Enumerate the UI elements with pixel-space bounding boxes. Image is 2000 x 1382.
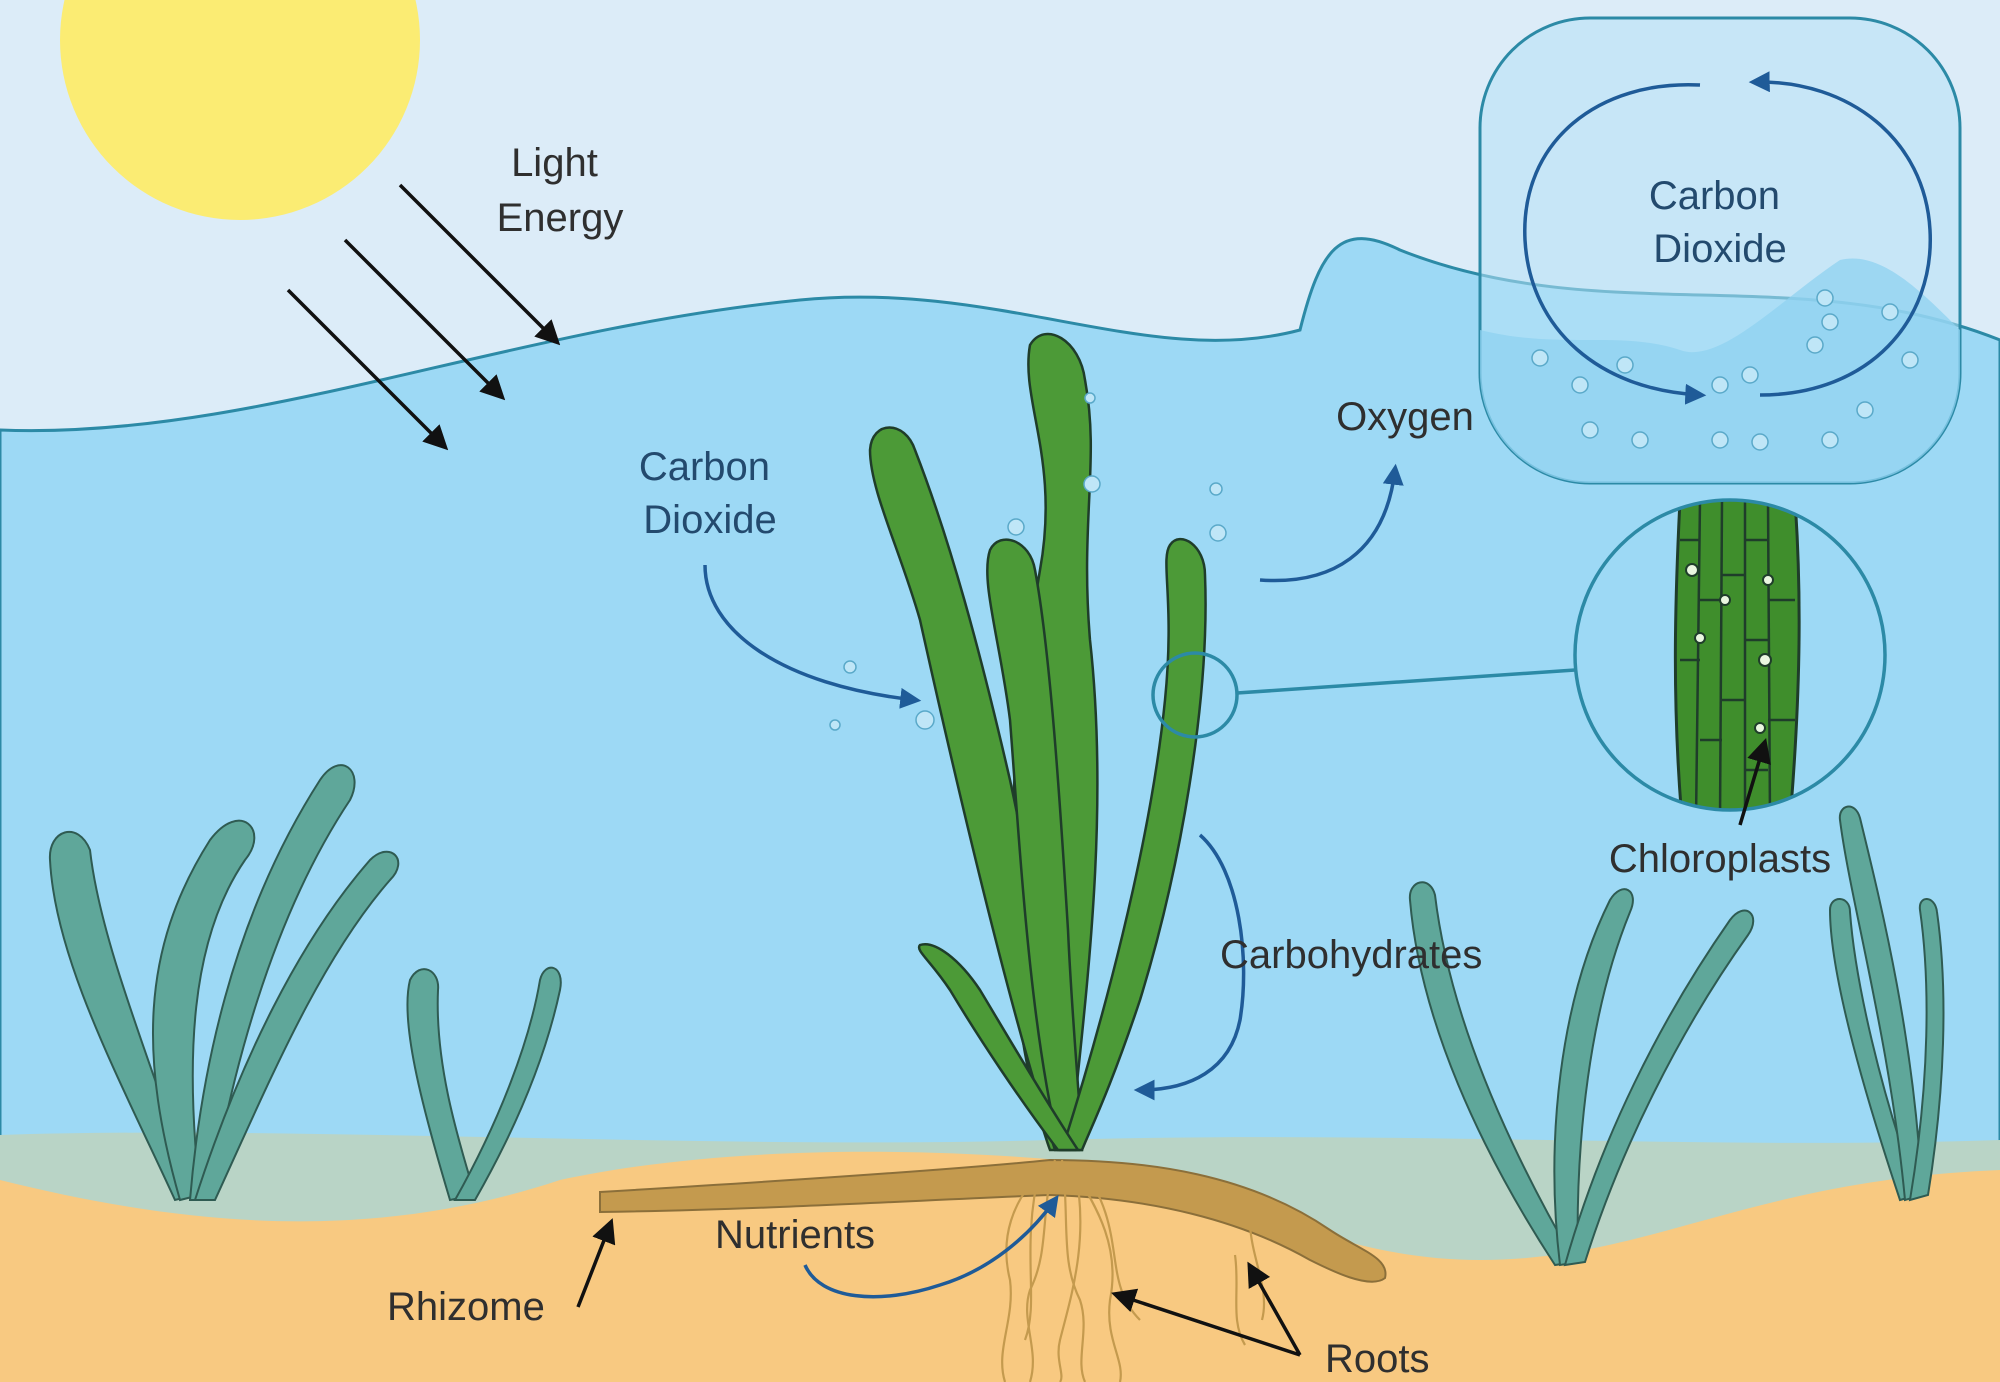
- roots-arrows: [1111, 1261, 1302, 1357]
- chloroplasts-arrow: [1738, 737, 1771, 826]
- sun: [60, 0, 420, 220]
- oxygen-label: Oxygen: [1336, 395, 1474, 439]
- leaf-magnifier: [1151, 651, 1576, 739]
- rhizome-body: [599, 1158, 1387, 1283]
- carbon-dioxide-air-label: Carbon Dioxide: [1649, 174, 1791, 271]
- carbon-dioxide-arrow: [703, 564, 922, 709]
- main-seagrass: [868, 332, 1207, 1152]
- carbohydrates-arrow: [1133, 833, 1246, 1101]
- carbohydrates-label: Carbohydrates: [1220, 933, 1482, 977]
- nutrients-arrow: [803, 1194, 1059, 1299]
- nutrients-label: Nutrients: [715, 1213, 875, 1257]
- oxygen-arrow: [1259, 463, 1404, 583]
- background-seagrass-right: [1408, 805, 1945, 1267]
- sand: [0, 1151, 2000, 1382]
- inset-bubbles: [1531, 289, 1919, 451]
- carbon-dioxide-water-label: Carbon Dioxide: [639, 445, 781, 542]
- rhizome-label: Rhizome: [387, 1285, 545, 1329]
- chloroplasts-label: Chloroplasts: [1609, 837, 1831, 881]
- co2-exchange-inset: [1478, 16, 1962, 485]
- plant-bubbles: [829, 392, 1227, 731]
- background-seagrass-left: [48, 764, 562, 1202]
- light-energy-label: Light Energy: [497, 141, 624, 240]
- roots-label: Roots: [1325, 1337, 1430, 1381]
- rhizome-arrow: [576, 1218, 616, 1308]
- light-energy-arrows: [286, 183, 561, 451]
